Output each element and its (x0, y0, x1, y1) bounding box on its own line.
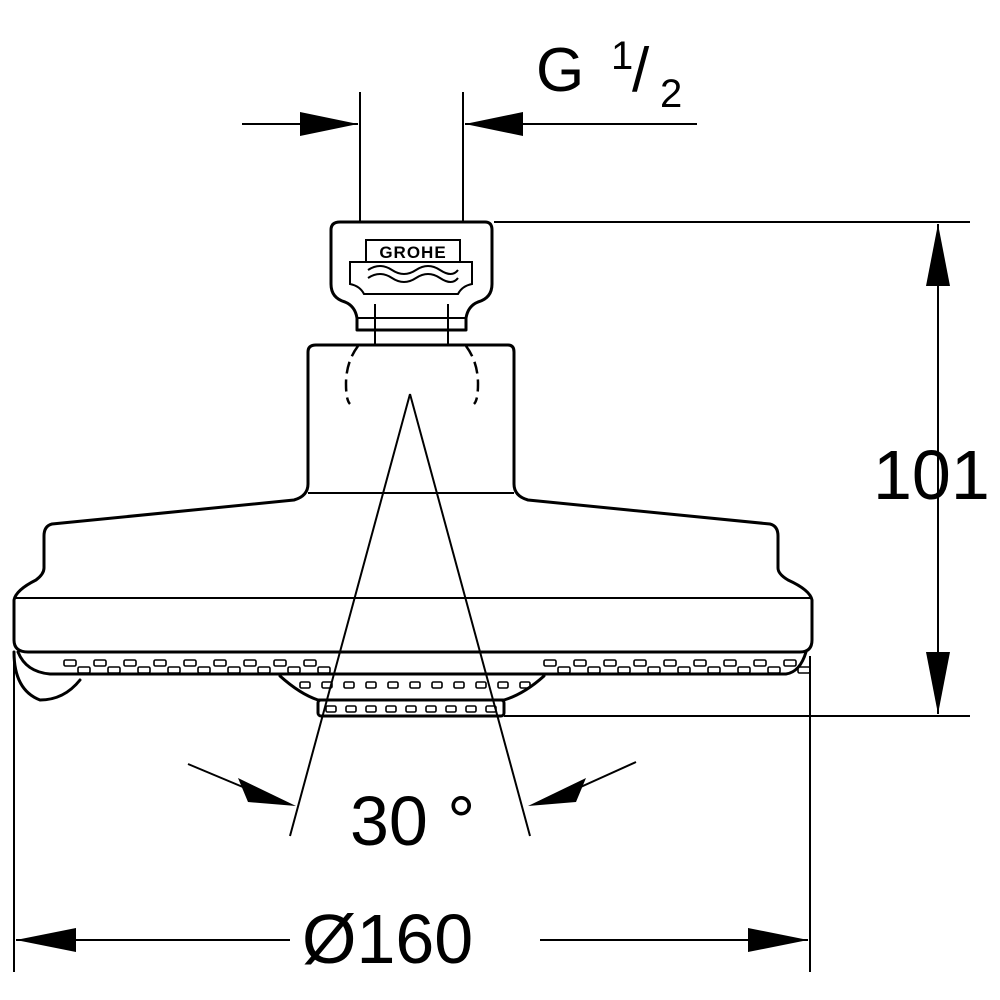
thread-size-numerator: 1 (611, 34, 634, 78)
nozzle (287, 666, 301, 674)
nozzle (317, 666, 331, 674)
nozzle (123, 659, 137, 667)
thread-size-prefix: G (536, 36, 585, 105)
spray-angle (187, 393, 637, 837)
nozzle (325, 705, 337, 713)
nozzle (603, 659, 617, 667)
nozzle (425, 705, 437, 713)
nozzle (167, 666, 181, 674)
nozzle (387, 681, 399, 689)
height-dimension (494, 221, 970, 714)
nozzle (445, 705, 457, 713)
thread-dimension (242, 92, 697, 222)
nozzle (783, 659, 797, 667)
grohe-logo: GROHE (379, 243, 446, 262)
nozzle (299, 681, 311, 689)
angle-line-left (289, 393, 411, 837)
nozzle (557, 666, 571, 674)
diameter-arrow-left (16, 928, 76, 952)
diameter-label: Ø160 (302, 900, 474, 978)
nozzle (767, 666, 781, 674)
nozzle (153, 659, 167, 667)
nozzle (257, 666, 271, 674)
nozzle (647, 666, 661, 674)
nozzle (431, 681, 443, 689)
nozzle (465, 705, 477, 713)
shower-neck (12, 343, 814, 654)
height-arrow-top (926, 224, 950, 286)
spray-angle-label: 30 ° (350, 782, 476, 860)
nozzle (385, 705, 397, 713)
nozzle (693, 659, 707, 667)
nozzle (475, 681, 487, 689)
diameter-arrow-right (748, 928, 808, 952)
nozzle (707, 666, 721, 674)
nozzle (77, 666, 91, 674)
thread-size-denominator: 2 (660, 72, 683, 116)
nozzle (519, 681, 531, 689)
nozzle (183, 659, 197, 667)
nozzle-row (63, 659, 811, 713)
nozzle (543, 659, 557, 667)
nozzle (197, 666, 211, 674)
nozzle (723, 659, 737, 667)
thread-arrow-left (300, 112, 358, 136)
thread-arrow-right (465, 112, 523, 136)
nozzle (405, 705, 417, 713)
nozzle (63, 659, 77, 667)
nozzle (497, 681, 509, 689)
nozzle (365, 681, 377, 689)
nozzle (345, 705, 357, 713)
nozzle (365, 705, 377, 713)
angle-line-right (409, 393, 531, 837)
nozzle (573, 659, 587, 667)
nozzle (753, 659, 767, 667)
nozzle (213, 659, 227, 667)
nozzle (93, 659, 107, 667)
spray-face (12, 650, 970, 718)
nozzle (273, 659, 287, 667)
angle-arrow-right (528, 778, 586, 806)
nozzle (677, 666, 691, 674)
nozzle (137, 666, 151, 674)
nozzle (409, 681, 421, 689)
thread-size-slash: / (632, 36, 650, 105)
nozzle (797, 666, 811, 674)
height-label: 101 (873, 436, 990, 514)
connector-nut: GROHE (329, 220, 494, 345)
nozzle (227, 666, 241, 674)
nozzle (737, 666, 751, 674)
nozzle (303, 659, 317, 667)
diameter-dimension (13, 656, 811, 972)
nozzle (633, 659, 647, 667)
nozzle (453, 681, 465, 689)
nozzle (617, 666, 631, 674)
nozzle (343, 681, 355, 689)
nozzle (107, 666, 121, 674)
height-arrow-bottom (926, 652, 950, 714)
nozzle (663, 659, 677, 667)
nozzle (587, 666, 601, 674)
angle-arrow-left (238, 778, 296, 806)
nozzle (243, 659, 257, 667)
